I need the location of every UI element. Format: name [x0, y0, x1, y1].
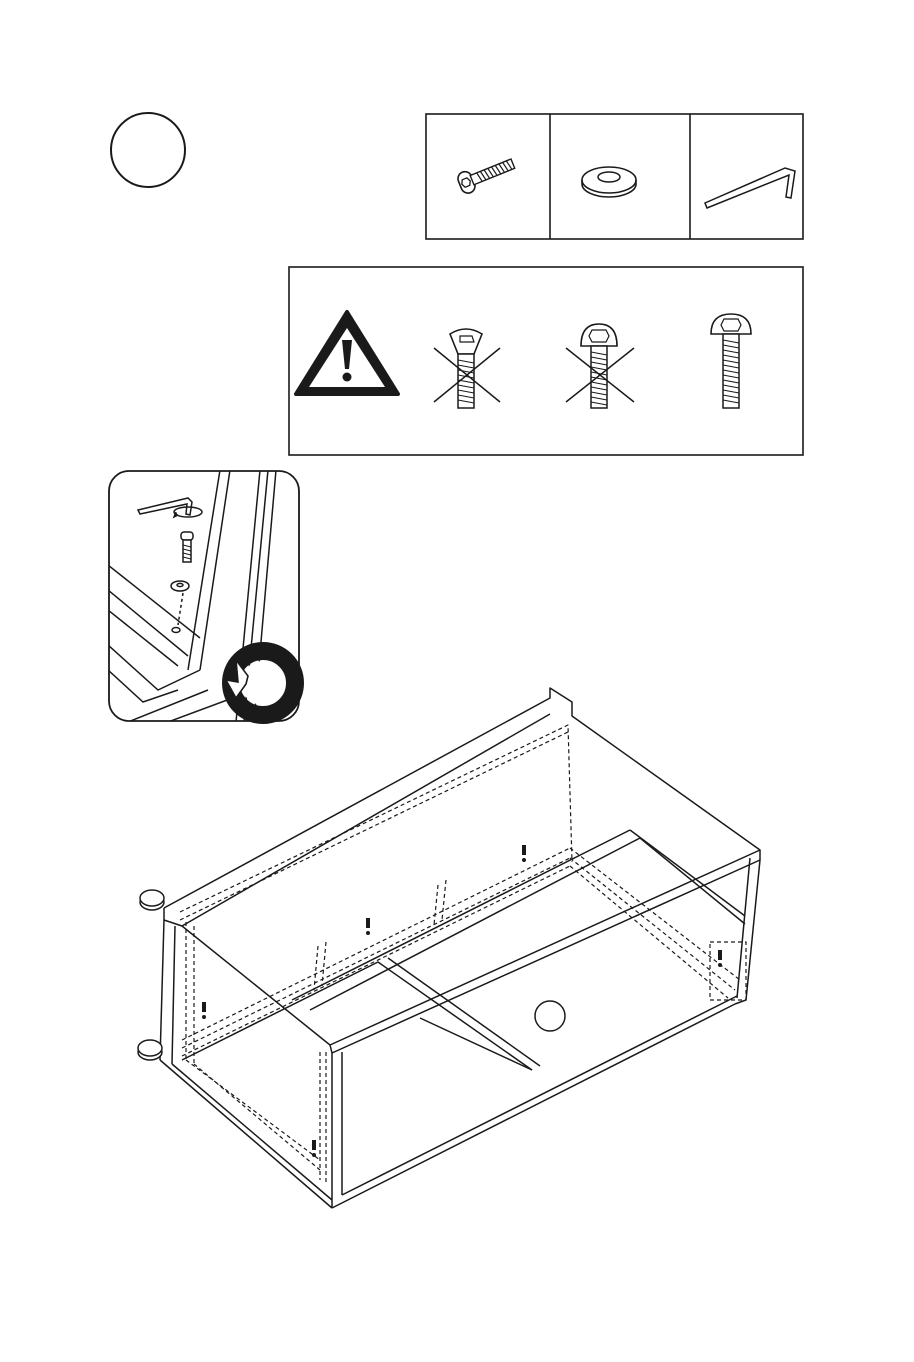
parts-list-box: [425, 113, 804, 240]
screw-position-icons: [202, 845, 722, 1157]
hex-bolt-icon: [456, 153, 517, 195]
caster-foot-icon: [138, 1040, 162, 1060]
washer-icon: [582, 167, 636, 197]
round-head-screw-wrong-icon: [566, 324, 634, 408]
caster-foot-icon: [140, 890, 164, 910]
warning-triangle-icon: [296, 312, 398, 394]
step-number: [112, 114, 184, 186]
countersunk-screw-wrong-icon: [434, 329, 500, 408]
cylinder-head-screw-correct-icon: [711, 314, 751, 408]
allen-key-icon: [705, 168, 795, 208]
cabinet-assembly-drawing: [120, 680, 780, 1220]
warning-box: [288, 266, 804, 456]
step-number-circle: [110, 112, 186, 188]
